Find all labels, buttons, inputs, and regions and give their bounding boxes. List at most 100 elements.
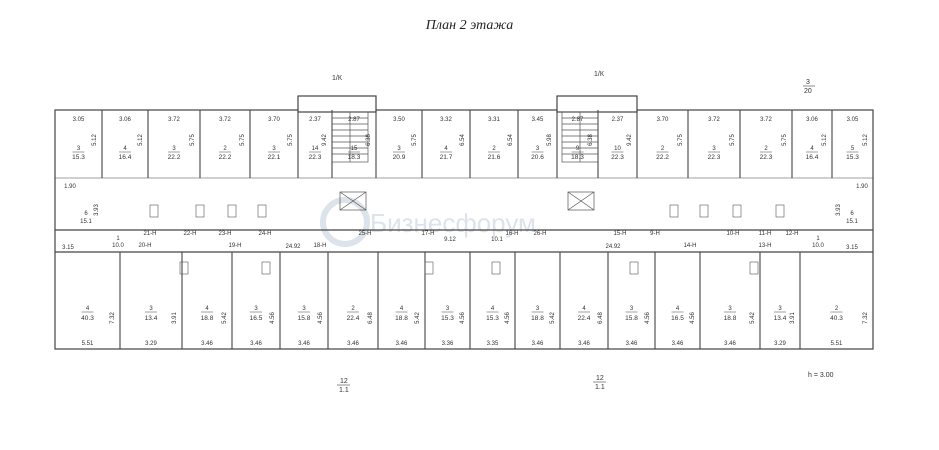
corridor-width-left: 3.15 — [62, 245, 74, 251]
axis-label-top-left: 1/К — [332, 75, 343, 82]
stair-right — [561, 111, 599, 211]
room-number: 3 — [302, 306, 306, 312]
room-depth-dim: 3.91 — [172, 312, 178, 324]
room-depth-dim: 4.56 — [690, 312, 696, 324]
room-depth-dim: 5.42 — [750, 312, 756, 324]
room-area: 22.3 — [760, 154, 773, 161]
room-number: 4 — [810, 146, 814, 152]
room-number: 2 — [764, 146, 768, 152]
corridor-room-label: 18-Н — [313, 243, 326, 249]
room-width-dim: 2.37 — [309, 117, 321, 123]
room-depth-dim: 5.75 — [190, 134, 196, 146]
room-area: 18.8 — [724, 315, 737, 322]
room-width-dim: 3.46 — [396, 341, 408, 347]
room-depth-dim: 7.32 — [863, 312, 869, 324]
corridor-length-right: 24.92 — [605, 244, 621, 250]
ceiling-height-note: h = 3.00 — [808, 372, 834, 379]
bottom-partitions — [119, 252, 801, 349]
corridor-room-label: 21-Н — [143, 231, 156, 237]
room-number: 3 — [778, 306, 782, 312]
room-depth-dim: 6.54 — [508, 134, 514, 146]
room-depth-dim: 4.56 — [270, 312, 276, 324]
corridor-area-left: 9.12 — [444, 237, 456, 243]
room-area: 16.5 — [250, 315, 263, 322]
room-area: 22.1 — [268, 154, 281, 161]
room-number: 4 — [491, 306, 495, 312]
room-width-dim: 3.50 — [393, 117, 405, 123]
corridor-room-label: 24-Н — [258, 231, 271, 237]
axis-label-top-right: 1/К — [594, 71, 605, 78]
side-room-area: 15.1 — [846, 219, 858, 225]
room-width-dim: 3.46 — [532, 341, 544, 347]
wc-fixtures — [149, 204, 785, 275]
room-area: 15.8 — [625, 315, 638, 322]
room-number: 3 — [728, 306, 732, 312]
axis-corner-num: 3 — [806, 79, 810, 86]
room-area: 18.3 — [571, 154, 584, 161]
room-depth-dim: 4.56 — [645, 312, 651, 324]
corridor-room-label: 22-Н — [183, 231, 196, 237]
room-depth-dim: 5.75 — [782, 134, 788, 146]
room-number: 3 — [712, 146, 716, 152]
corridor-room-label: 10-Н — [726, 231, 739, 237]
room-width-dim: 2.87 — [572, 117, 584, 123]
plan-title: План 2 этажа — [425, 18, 514, 33]
room-width-dim: 2.87 — [348, 117, 360, 123]
small-room-area: 10.0 — [112, 243, 124, 249]
room-number: 3 — [630, 306, 634, 312]
room-width-dim: 3.29 — [145, 341, 157, 347]
room-depth-dim: 5.12 — [92, 134, 98, 146]
room-area: 40.3 — [830, 315, 843, 322]
corridor-room-label: 25-Н — [358, 231, 371, 237]
room-area: 22.2 — [656, 154, 669, 161]
room-number: 2 — [223, 146, 227, 152]
corridor-width-right: 3.15 — [846, 245, 858, 251]
room-depth-dim: 6.48 — [598, 312, 604, 324]
room-area: 20.9 — [393, 154, 406, 161]
room-depth-dim: 9.42 — [322, 134, 328, 146]
room-width-dim: 5.51 — [831, 341, 843, 347]
dim-label: 3.93 — [836, 204, 842, 216]
room-depth-dim: 5.42 — [415, 312, 421, 324]
room-depth-dim: 9.42 — [627, 134, 633, 146]
room-number: 4 — [582, 306, 586, 312]
room-width-dim: 3.05 — [847, 117, 859, 123]
room-number: 3 — [77, 146, 81, 152]
corridor-room-label: 11-Н — [759, 231, 772, 237]
watermark: Бизнесфорум — [320, 197, 536, 247]
room-number: 3 — [172, 146, 176, 152]
room-number: 3 — [254, 306, 258, 312]
room-depth-dim: 5.42 — [550, 312, 556, 324]
corridor-room-label: 16-Н — [505, 231, 518, 237]
room-depth-dim: 4.56 — [505, 312, 511, 324]
corridor-room-label: 9-Н — [650, 231, 660, 237]
room-number: 3 — [397, 146, 401, 152]
corridor-room-label: 17-Н — [421, 231, 434, 237]
room-depth-dim: 6.38 — [588, 134, 594, 146]
room-area: 22.3 — [708, 154, 721, 161]
corridor-area-right: 10.1 — [491, 237, 503, 243]
axis-bottom-left-sub: 1.1 — [339, 387, 349, 394]
side-room-number: 6 — [84, 211, 88, 217]
room-width-dim: 3.32 — [440, 117, 452, 123]
room-width-dim: 3.31 — [488, 117, 500, 123]
room-width-dim: 3.72 — [219, 117, 231, 123]
room-width-dim: 3.46 — [724, 341, 736, 347]
room-width-dim: 3.29 — [774, 341, 786, 347]
room-number: 3 — [149, 306, 153, 312]
room-width-dim: 3.46 — [298, 341, 310, 347]
room-area: 22.2 — [168, 154, 181, 161]
room-area: 22.4 — [578, 315, 591, 322]
room-number: 10 — [614, 146, 621, 152]
room-number: 3 — [536, 146, 540, 152]
side-room-area: 15.1 — [80, 219, 92, 225]
room-depth-dim: 5.98 — [547, 134, 553, 146]
room-number: 15 — [351, 146, 358, 152]
room-width-dim: 3.06 — [806, 117, 818, 123]
room-width-dim: 3.46 — [250, 341, 262, 347]
room-number: 4 — [205, 306, 209, 312]
room-number: 2 — [351, 306, 355, 312]
room-width-dim: 3.72 — [708, 117, 720, 123]
room-width-dim: 3.70 — [657, 117, 669, 123]
